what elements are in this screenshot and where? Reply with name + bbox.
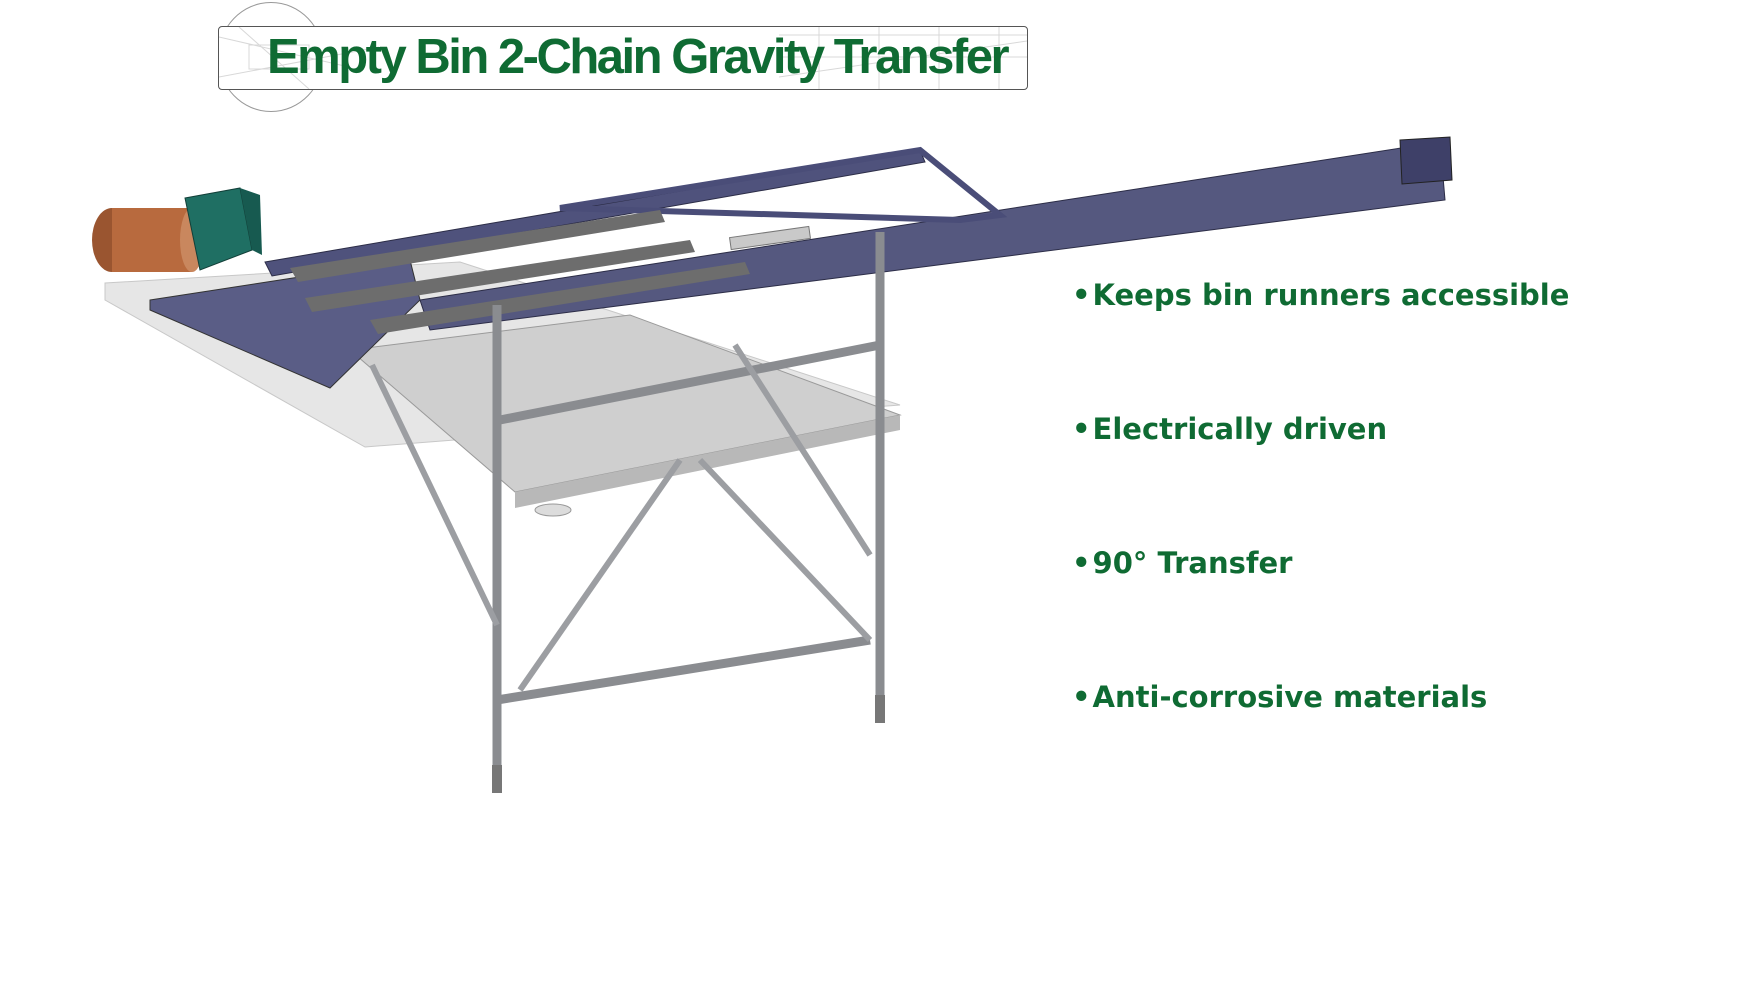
feature-item: •Keeps bin runners accessible (1072, 278, 1569, 312)
title-banner: Empty Bin 2-Chain Gravity Transfer (218, 26, 1028, 90)
feature-label: Keeps bin runners accessible (1092, 278, 1570, 312)
bullet-icon: • (1072, 680, 1091, 714)
feature-label: Electrically driven (1092, 412, 1388, 446)
bullet-icon: • (1072, 412, 1091, 446)
feature-item: •Anti-corrosive materials (1072, 680, 1487, 714)
page-title: Empty Bin 2-Chain Gravity Transfer (267, 30, 1010, 84)
feature-item: •90° Transfer (1072, 546, 1292, 580)
feature-label: 90° Transfer (1092, 546, 1293, 580)
bullet-icon: • (1072, 278, 1091, 312)
feature-item: •Electrically driven (1072, 412, 1387, 446)
feature-label: Anti-corrosive materials (1092, 680, 1488, 714)
bullet-icon: • (1072, 546, 1091, 580)
cad-sketch-background-icon (219, 27, 1027, 89)
